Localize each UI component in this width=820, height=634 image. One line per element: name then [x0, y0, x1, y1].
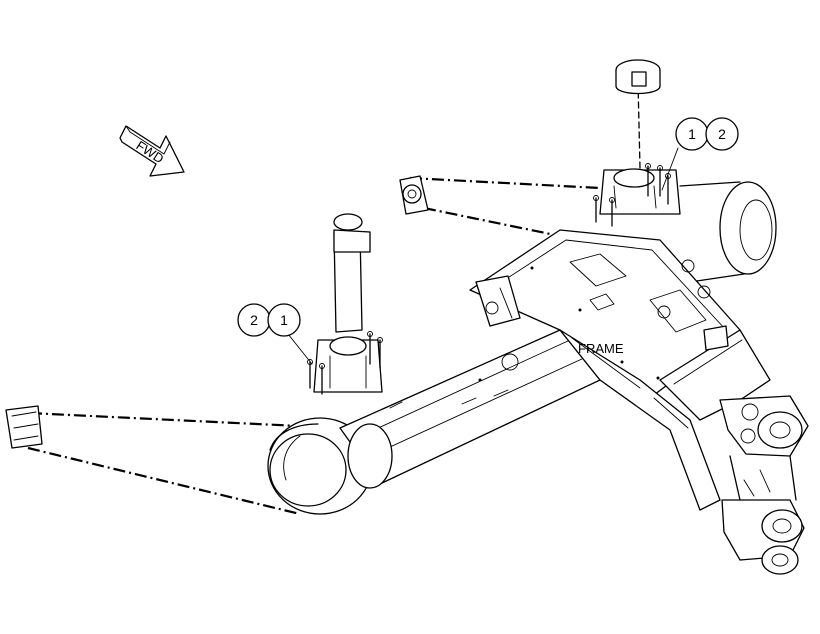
callout-number-left-1: 1 [280, 312, 288, 328]
right-bump-stop-assembly [593, 59, 681, 227]
callout-bubble-left-1 [267, 303, 301, 337]
callout-bubble-right-2 [705, 117, 739, 151]
fwd-direction-arrow: FWD [119, 125, 185, 177]
callout-group-left: 2 1 [237, 303, 313, 365]
left-bump-stop-assembly [307, 213, 383, 395]
callout-number-right-2: 2 [718, 126, 726, 142]
left-trailing-arm [5, 405, 373, 516]
callout-group-right: 1 2 [661, 117, 739, 191]
left-bolts [307, 331, 383, 395]
detail-dots [478, 266, 660, 382]
callout-number-left-2: 2 [250, 312, 258, 328]
frame-label: FRAME [578, 341, 624, 356]
frame-body [339, 229, 771, 511]
callout-number-right-1: 1 [688, 126, 696, 142]
rear-hitch [719, 395, 809, 575]
right-trailing-arm [399, 175, 777, 283]
